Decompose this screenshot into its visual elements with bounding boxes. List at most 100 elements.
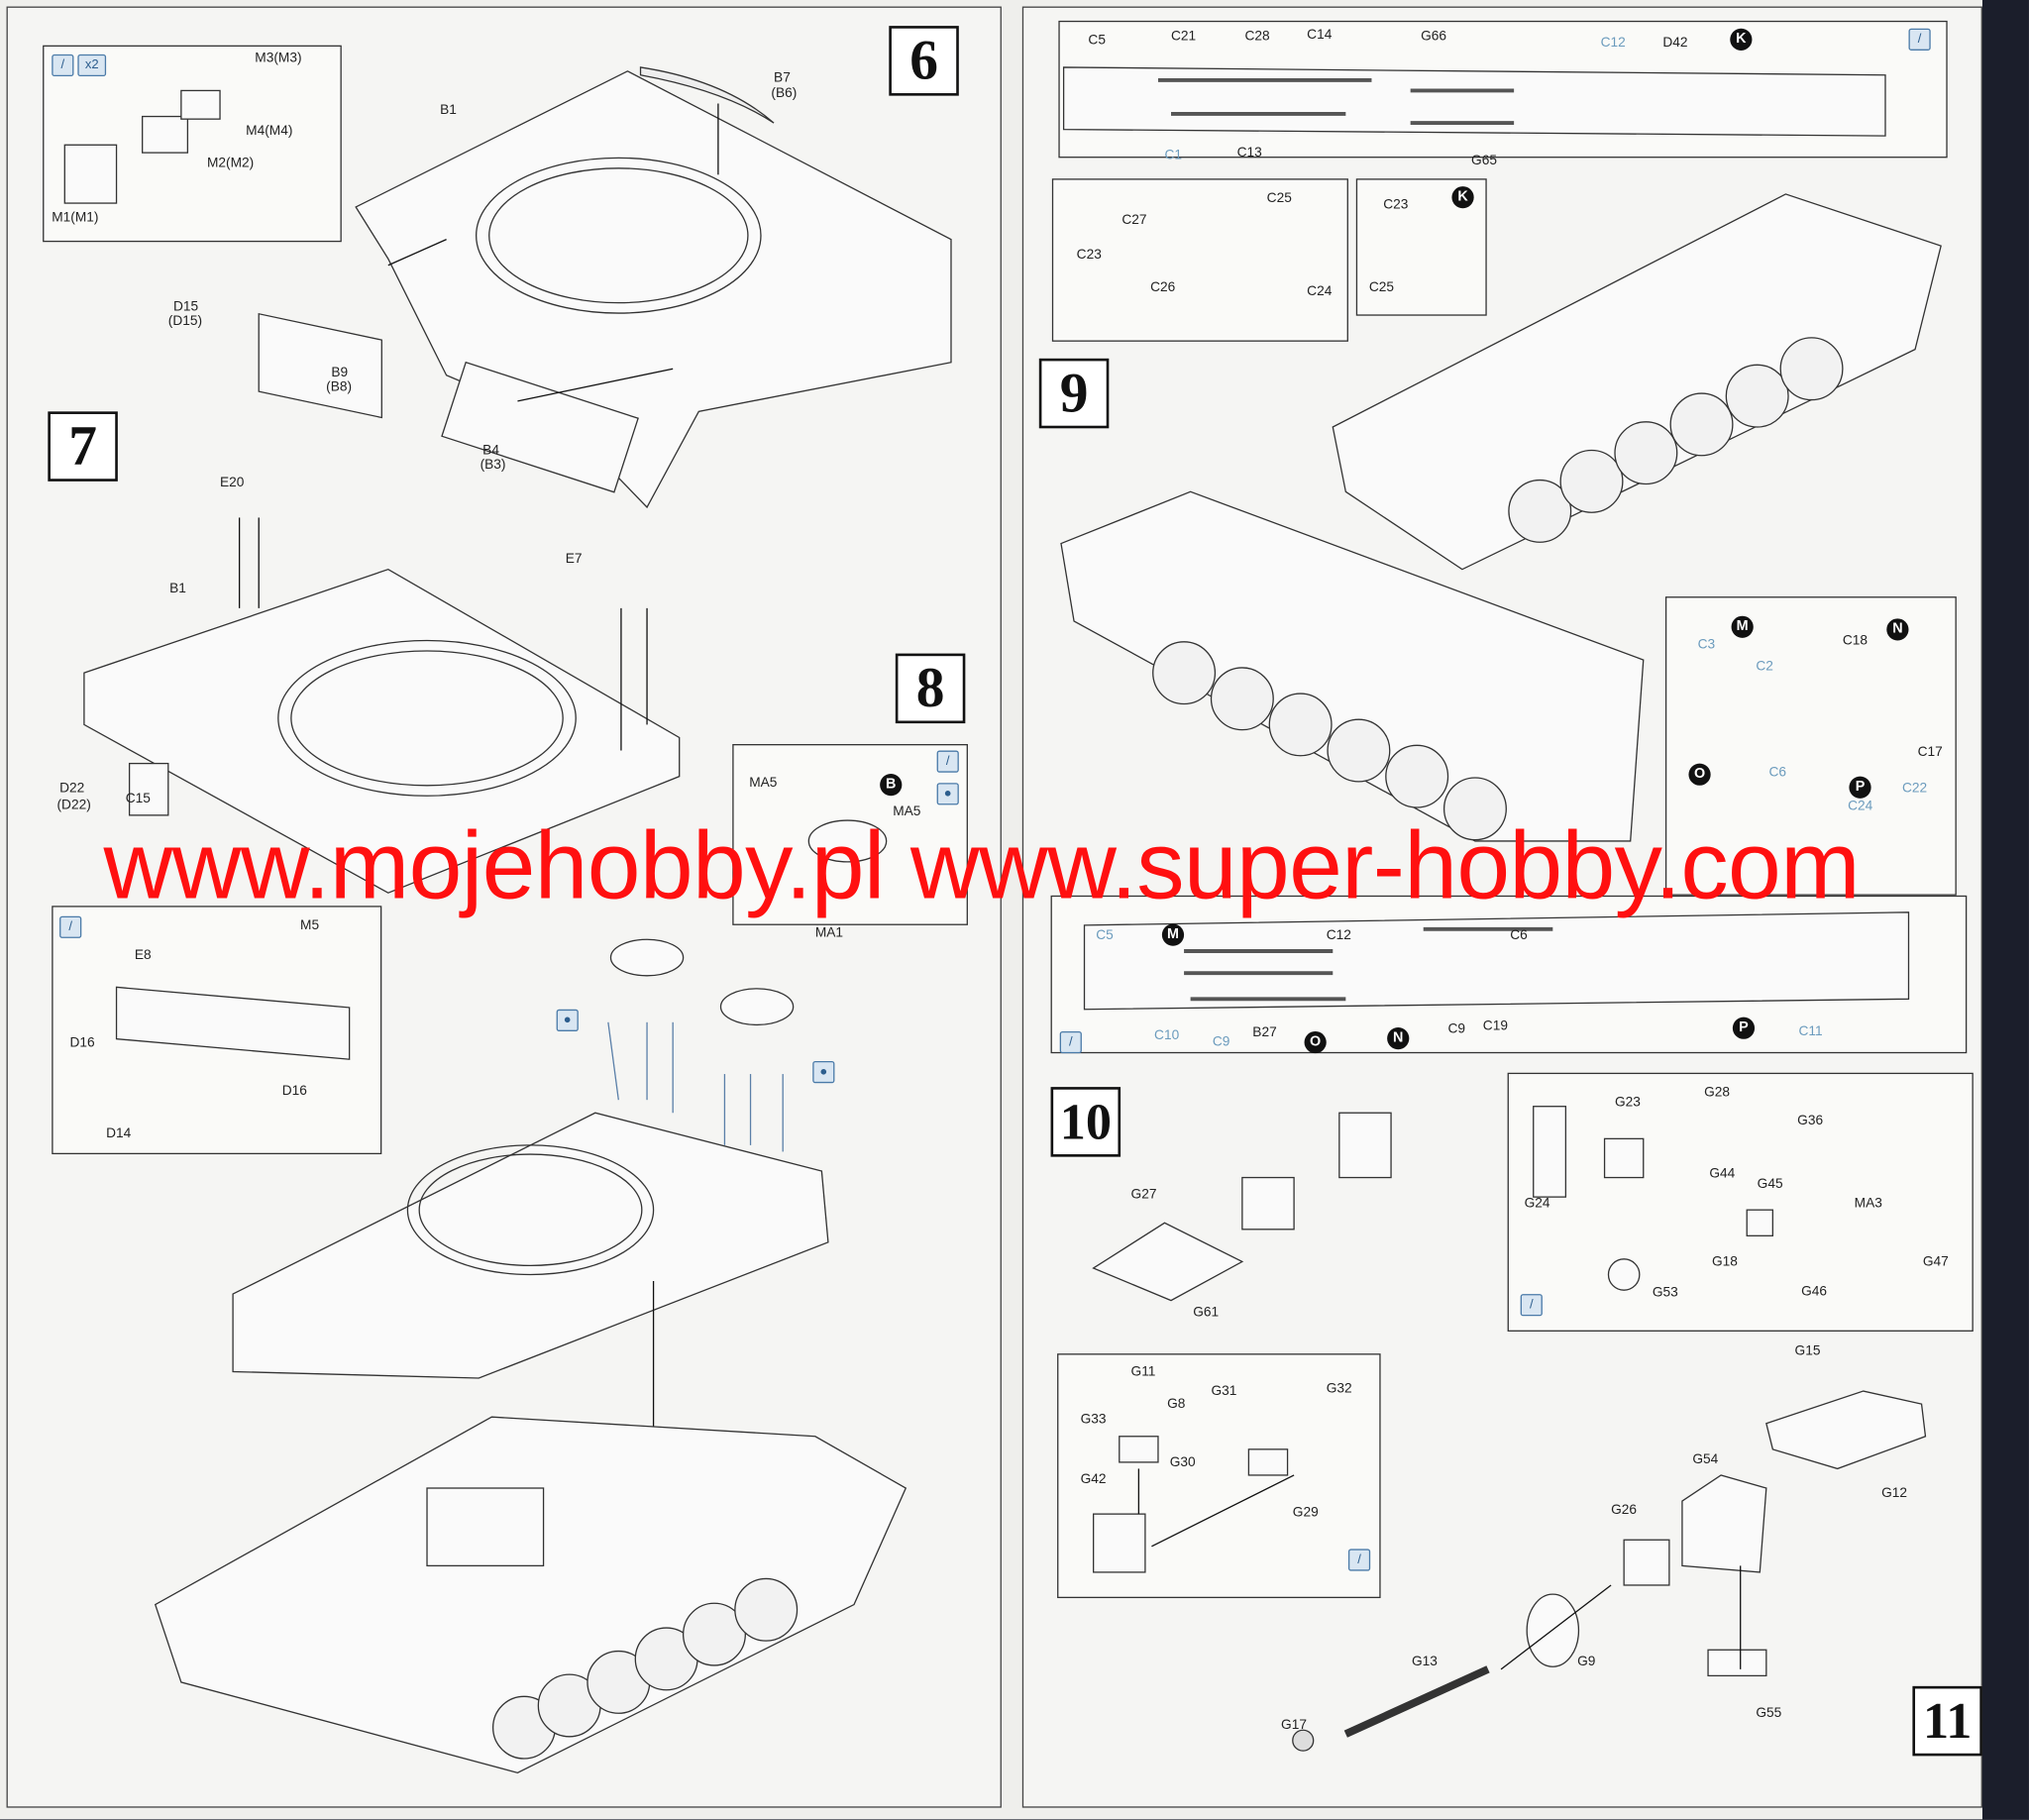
- subassembly-marker: K: [1451, 186, 1474, 209]
- part-label: MA5: [749, 775, 778, 792]
- step8-turret-ring: [406, 1144, 655, 1276]
- part-label: C12: [1600, 35, 1626, 51]
- part-label: C9: [1447, 1020, 1466, 1037]
- drop-icon: ●: [556, 1009, 579, 1031]
- part-label: G17: [1281, 1717, 1307, 1733]
- part-label: G54: [1692, 1451, 1719, 1468]
- part-label: M2(M2): [206, 155, 255, 171]
- glue-icon: /: [1520, 1294, 1543, 1317]
- part-label: G55: [1756, 1705, 1782, 1722]
- part-label: D42: [1662, 35, 1688, 51]
- part-label: G23: [1615, 1094, 1641, 1111]
- part-label: E8: [134, 947, 152, 963]
- part-label: G44: [1709, 1165, 1736, 1182]
- part-label: G12: [1881, 1485, 1908, 1502]
- step7-hull: [83, 568, 681, 894]
- part-label: E7: [565, 551, 583, 568]
- part-label: D15: [173, 298, 199, 315]
- part-label: C12: [1326, 927, 1351, 944]
- part-label: C25: [1368, 279, 1395, 295]
- part-label: G42: [1080, 1471, 1107, 1487]
- step11-barrel: [1765, 1390, 1927, 1470]
- part-label: C10: [1154, 1027, 1180, 1043]
- part-label: (B6): [771, 85, 798, 101]
- part-label: B4: [482, 442, 499, 459]
- part-label: (B3): [480, 457, 506, 473]
- subassembly-marker: O: [1688, 763, 1711, 786]
- part-label: C25: [1266, 189, 1292, 206]
- part-label: MA5: [893, 803, 921, 819]
- step8-wheel: [719, 988, 795, 1026]
- part-label: MA3: [1854, 1195, 1882, 1212]
- step9-lower-tank: [1060, 490, 1645, 842]
- part-label: G45: [1757, 1176, 1783, 1192]
- step8-hull: [232, 1112, 829, 1379]
- part-label: C26: [1150, 279, 1176, 295]
- step6-turret-ring: [475, 157, 762, 314]
- quantity-badge: x2: [77, 54, 107, 77]
- part-label: MA1: [814, 924, 844, 941]
- part-label: G11: [1130, 1363, 1156, 1380]
- part-label: G32: [1326, 1380, 1352, 1397]
- part-label: C6: [1768, 764, 1786, 781]
- lower-hull: [154, 1416, 908, 1774]
- step9-upper-tank: [1332, 193, 1942, 571]
- drop-icon: ●: [812, 1061, 835, 1084]
- part-label: G46: [1801, 1283, 1828, 1300]
- step8-wheel-detail: [807, 819, 888, 863]
- part-label: B1: [169, 581, 186, 597]
- part-label: C15: [125, 791, 151, 806]
- part-label: G28: [1704, 1084, 1731, 1101]
- glue-icon: /: [1347, 1549, 1371, 1571]
- part-label: M5: [300, 917, 320, 933]
- subassembly-marker: N: [1387, 1027, 1410, 1050]
- part-label: C6: [1510, 927, 1528, 944]
- part-label: C23: [1383, 196, 1409, 213]
- part-label: C5: [1096, 927, 1114, 944]
- part-label: (D22): [56, 797, 91, 813]
- part-label: C22: [1901, 780, 1928, 797]
- step9-tool-inset: [1051, 178, 1348, 342]
- step10-gun-mount: [1092, 1222, 1244, 1302]
- subassembly-marker: B: [880, 774, 903, 797]
- part-label: C24: [1307, 283, 1333, 299]
- subassembly-marker: M: [1731, 615, 1754, 638]
- part-label: G24: [1524, 1195, 1550, 1212]
- part-label: G33: [1080, 1411, 1107, 1428]
- part-label: G29: [1292, 1504, 1319, 1521]
- part-label: C1: [1164, 147, 1183, 163]
- step9-upper-wheels: [1508, 337, 1844, 543]
- background-edge: [1981, 0, 2029, 1820]
- part-label: C3: [1697, 636, 1716, 653]
- part-label: D22: [59, 780, 85, 797]
- subassembly-marker: M: [1161, 923, 1185, 946]
- part-label: G9: [1577, 1654, 1596, 1669]
- step-number-10: 10: [1050, 1087, 1121, 1157]
- step9-lower-wheels: [1152, 641, 1507, 841]
- part-label: D16: [281, 1083, 307, 1099]
- subassembly-marker: K: [1730, 28, 1753, 51]
- step11-mantlet: [1681, 1474, 1767, 1573]
- part-label: G47: [1922, 1253, 1949, 1270]
- part-label: G15: [1794, 1342, 1821, 1359]
- step6-part-b7: [639, 66, 775, 124]
- step8-wheel: [609, 938, 685, 977]
- watermark: www.mojehobby.pl www.super-hobby.com: [103, 810, 1860, 919]
- part-label: C9: [1212, 1033, 1230, 1050]
- step9-mnop-inset: [1664, 596, 1957, 896]
- subassembly-marker: P: [1849, 776, 1871, 799]
- lower-road-wheels: [491, 1577, 799, 1760]
- part-label: (D15): [167, 313, 203, 329]
- part-label: B1: [440, 102, 457, 118]
- part-label: G36: [1797, 1113, 1824, 1128]
- part-label: B7: [774, 69, 791, 86]
- step-number-7: 7: [48, 411, 118, 482]
- part-label: (B8): [326, 378, 353, 395]
- part-label: G26: [1611, 1502, 1638, 1519]
- part-label: E20: [220, 475, 245, 491]
- part-label: G18: [1711, 1253, 1738, 1270]
- glue-icon: /: [52, 54, 74, 77]
- step-number-11: 11: [1912, 1685, 1982, 1757]
